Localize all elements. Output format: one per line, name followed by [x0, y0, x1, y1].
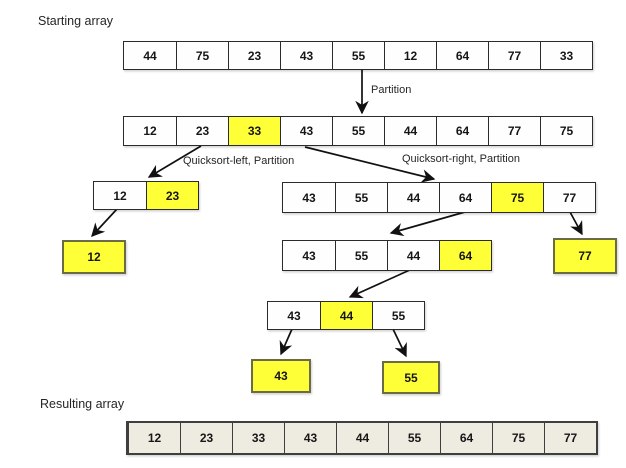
starting-array-cell-12: 12 [384, 42, 436, 69]
starting-array-cell-33: 33 [540, 42, 592, 69]
resulting-array-cell-43: 43 [284, 423, 336, 453]
resulting-array-cell-75: 75 [492, 423, 544, 453]
right-subarray-cell-44: 44 [387, 183, 439, 212]
right-subarray-cell-55: 55 [335, 183, 387, 212]
single-55: 55 [382, 361, 440, 394]
partition-label: Partition [371, 84, 412, 96]
resulting-array-cell-55: 55 [388, 423, 440, 453]
single-55-cell-55: 55 [384, 363, 438, 392]
right-subarray-2-cell-64: 64 [439, 241, 491, 270]
partitioned-array-cell-77: 77 [488, 117, 540, 145]
starting-array-cell-43: 43 [280, 42, 332, 69]
right-subarray-cell-77: 77 [543, 183, 595, 212]
right-subarray-cell-64: 64 [439, 183, 491, 212]
starting-array-cell-23: 23 [228, 42, 280, 69]
single-43-cell-43: 43 [253, 361, 309, 391]
left-subarray-cell-12: 12 [94, 182, 146, 209]
single-77: 77 [553, 238, 617, 274]
partitioned-array-cell-43: 43 [280, 117, 332, 145]
partitioned-array-cell-23: 23 [176, 117, 228, 145]
single-12: 12 [62, 240, 126, 274]
single-12-cell-12: 12 [64, 242, 124, 272]
resulting-array-cell-33: 33 [232, 423, 284, 453]
resulting-array-cell-12: 12 [128, 423, 180, 453]
starting-array-label: Starting array [38, 14, 114, 28]
single-77-cell-77: 77 [555, 240, 615, 272]
right-subarray-2-cell-44: 44 [387, 241, 439, 270]
right-subarray-cell-43: 43 [283, 183, 335, 212]
arrow-right-to-four [389, 211, 466, 237]
right-subarray-2-cell-55: 55 [335, 241, 387, 270]
arrow-left-to-12 [91, 208, 118, 237]
resulting-array-cell-64: 64 [440, 423, 492, 453]
arrow-three-to-43 [279, 328, 293, 356]
resulting-array-cell-77: 77 [544, 423, 596, 453]
quicksort-right-label: Quicksort-right, Partition [402, 153, 520, 165]
right-subarray-2-cell-43: 43 [283, 241, 335, 270]
partitioned-array-cell-12: 12 [124, 117, 176, 145]
starting-array-cell-75: 75 [176, 42, 228, 69]
left-subarray-cell-23: 23 [146, 182, 198, 209]
right-subarray-cell-75: 75 [491, 183, 543, 212]
mid-subarray-cell-55: 55 [372, 302, 424, 329]
partitioned-array-cell-55: 55 [332, 117, 384, 145]
partitioned-array-cell-44: 44 [384, 117, 436, 145]
partitioned-array-cell-33: 33 [228, 117, 280, 145]
single-43: 43 [251, 359, 311, 393]
quicksort-left-label: Quicksort-left, Partition [183, 155, 295, 167]
partitioned-array-cell-64: 64 [436, 117, 488, 145]
arrow-right-to-77 [569, 211, 583, 236]
starting-array-cell-55: 55 [332, 42, 384, 69]
resulting-array-cell-44: 44 [336, 423, 388, 453]
resulting-array-cell-23: 23 [180, 423, 232, 453]
resulting-array-label: Resulting array [40, 397, 125, 411]
mid-subarray-cell-43: 43 [268, 302, 320, 329]
arrow-three-to-55 [392, 328, 407, 358]
starting-array-cell-64: 64 [436, 42, 488, 69]
partitioned-array-cell-75: 75 [540, 117, 592, 145]
arrow-four-to-three [348, 268, 413, 299]
starting-array-cell-77: 77 [488, 42, 540, 69]
mid-subarray-cell-44: 44 [320, 302, 372, 329]
starting-array-cell-44: 44 [124, 42, 176, 69]
